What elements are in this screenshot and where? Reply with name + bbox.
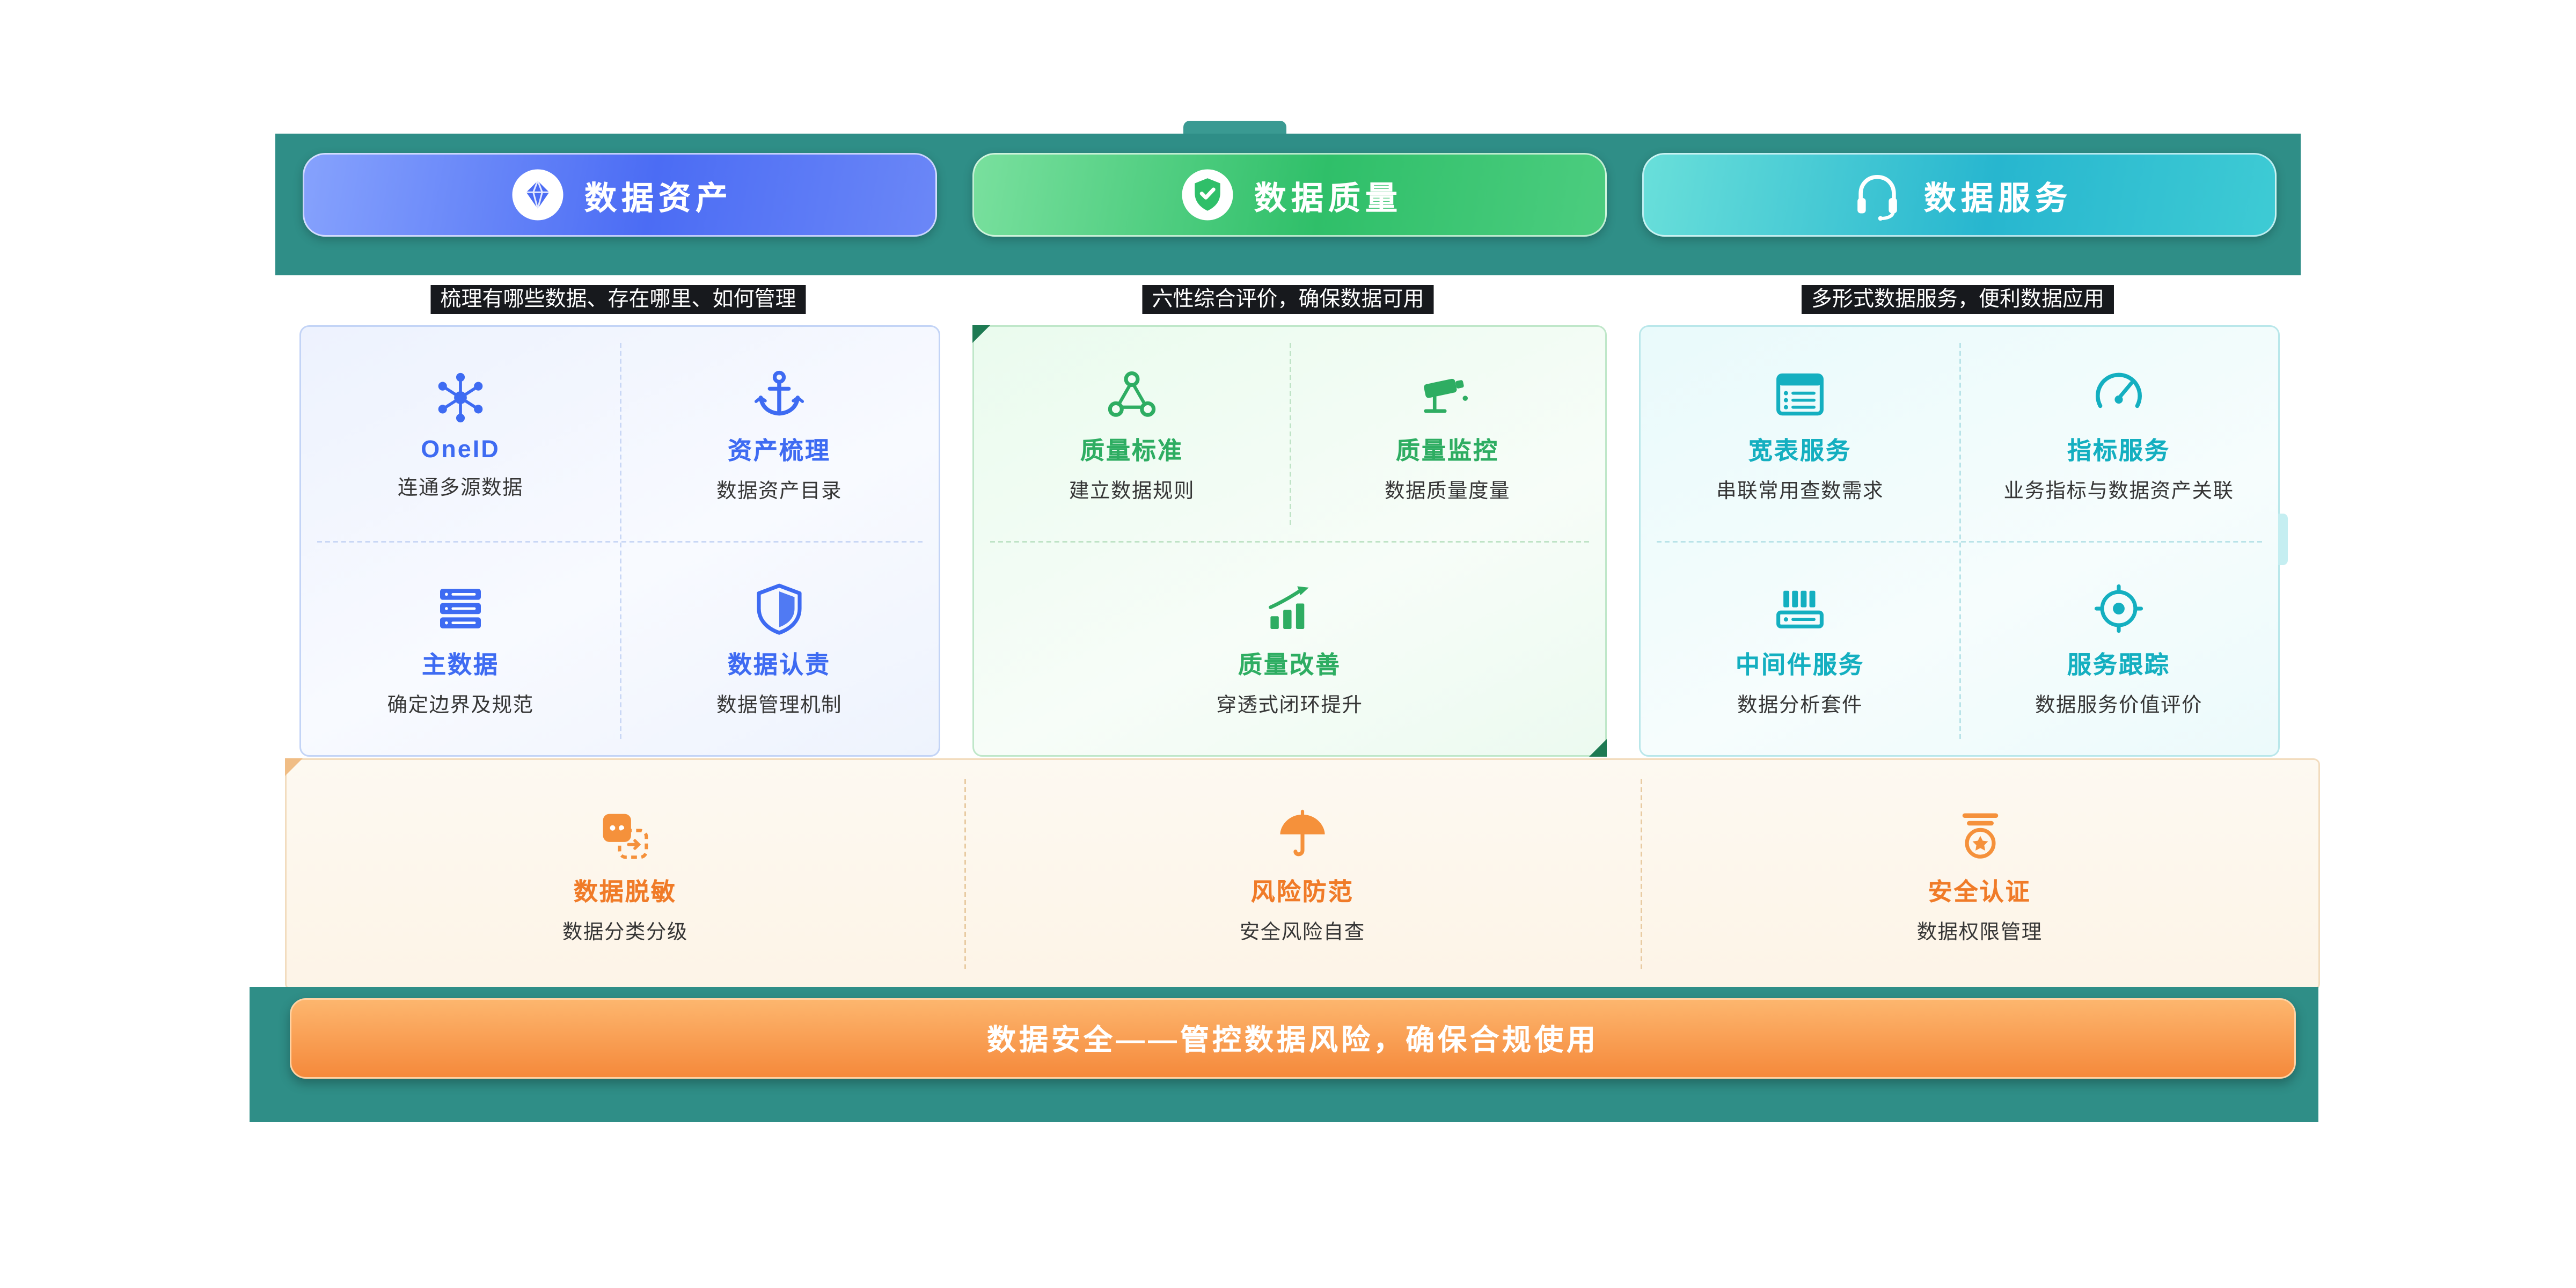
- feature-subtitle: 数据管理机制: [716, 694, 842, 716]
- feature-title: OneID: [421, 436, 500, 464]
- feature-subtitle: 确定边界及规范: [387, 694, 534, 716]
- feature-master-data: 主数据 确定边界及规范: [301, 541, 620, 755]
- network-icon: [430, 367, 491, 428]
- corner-accent: [1589, 739, 1607, 757]
- tab-desc-services: 多形式数据服务，便利数据应用: [1801, 285, 2114, 314]
- corner-accent: [285, 758, 303, 776]
- tab-label: 数据服务: [1924, 181, 2072, 217]
- shield-icon: [749, 578, 810, 639]
- security-banner-text: 数据安全——管控数据风险，确保合规使用: [987, 1024, 1599, 1056]
- feature-quality-standard: 质量标准 建立数据规则: [974, 327, 1290, 541]
- feature-subtitle: 串联常用查数需求: [1716, 480, 1884, 502]
- umbrella-icon: [1272, 804, 1333, 866]
- tab-data-assets[interactable]: 数据资产: [303, 153, 937, 237]
- database-stack-icon: [430, 578, 491, 639]
- divider: [317, 541, 923, 543]
- tab-data-quality[interactable]: 数据质量: [972, 153, 1607, 237]
- tab-label: 数据质量: [1254, 181, 1402, 217]
- feature-title: 质量改善: [1238, 652, 1341, 679]
- feature-subtitle: 业务指标与数据资产关联: [2003, 480, 2234, 502]
- divider: [1641, 779, 1643, 969]
- card-data-assets: OneID 连通多源数据 资产梳理 数据资产目录 主数据 确定边界及规范 数据认…: [299, 325, 940, 757]
- shield-check-icon: [1177, 164, 1238, 225]
- card-data-security: 数据脱敏 数据分类分级 风险防范 安全风险自查 安全认证 数据权限管理: [285, 758, 2320, 990]
- feature-data-masking: 数据脱敏 数据分类分级: [287, 760, 964, 989]
- feature-title: 数据脱敏: [573, 878, 677, 906]
- badge-star-icon: [1949, 804, 2010, 866]
- feature-data-accountability: 数据认责 数据管理机制: [620, 541, 939, 755]
- feature-middleware-service: 中间件服务 数据分析套件: [1641, 541, 1959, 755]
- gem-icon: [507, 164, 568, 225]
- divider: [963, 779, 965, 969]
- feature-subtitle: 数据分类分级: [562, 920, 688, 943]
- feature-wide-table-service: 宽表服务 串联常用查数需求: [1641, 327, 1959, 541]
- feature-title: 资产梳理: [727, 438, 831, 465]
- feature-subtitle: 穿透式闭环提升: [1216, 694, 1363, 716]
- rising-chart-icon: [1259, 578, 1320, 639]
- feature-quality-monitoring: 质量监控 数据质量度量: [1290, 327, 1605, 541]
- feature-service-tracking: 服务跟踪 数据服务价值评价: [1959, 541, 2278, 755]
- feature-subtitle: 数据分析套件: [1737, 694, 1863, 716]
- feature-asset-sorting: 资产梳理 数据资产目录: [620, 327, 939, 541]
- tab-desc-assets: 梳理有哪些数据、存在哪里、如何管理: [430, 285, 806, 314]
- feature-title: 安全认证: [1928, 878, 2031, 906]
- divider: [1290, 343, 1291, 525]
- feature-security-certification: 安全认证 数据权限管理: [1641, 760, 2318, 989]
- feature-oneid: OneID 连通多源数据: [301, 327, 620, 541]
- feature-title: 指标服务: [2067, 438, 2170, 465]
- card-data-quality: 质量标准 建立数据规则 质量监控 数据质量度量 质量改善 穿透式闭环提升: [972, 325, 1607, 757]
- card-data-services: 宽表服务 串联常用查数需求 指标服务 业务指标与数据资产关联 中间件服务 数据分…: [1639, 325, 2288, 757]
- tab-desc-quality: 六性综合评价，确保数据可用: [1142, 285, 1434, 314]
- feature-subtitle: 数据资产目录: [716, 480, 842, 502]
- divider: [990, 541, 1589, 543]
- top-banner-band: 数据资产 数据质量 数据服务: [275, 134, 2301, 275]
- feature-metric-service: 指标服务 业务指标与数据资产关联: [1959, 327, 2278, 541]
- side-tab-accent: [2278, 514, 2288, 565]
- feature-title: 数据认责: [727, 652, 831, 679]
- feature-subtitle: 数据权限管理: [1916, 920, 2043, 943]
- feature-risk-prevention: 风险防范 安全风险自查: [964, 760, 1641, 989]
- feature-title: 质量标准: [1080, 438, 1183, 465]
- middleware-icon: [1769, 578, 1831, 639]
- feature-quality-improvement: 质量改善 穿透式闭环提升: [974, 541, 1605, 755]
- feature-subtitle: 数据服务价值评价: [2035, 694, 2202, 716]
- feature-title: 服务跟踪: [2067, 652, 2170, 679]
- anchor-icon: [749, 364, 810, 425]
- data-mask-icon: [595, 804, 656, 866]
- tab-data-services[interactable]: 数据服务: [1642, 153, 2277, 237]
- target-icon: [2088, 578, 2149, 639]
- feature-title: 宽表服务: [1748, 438, 1851, 465]
- feature-title: 质量监控: [1395, 438, 1499, 465]
- gauge-icon: [2088, 364, 2149, 425]
- feature-subtitle: 安全风险自查: [1239, 920, 1365, 943]
- corner-accent: [972, 325, 990, 343]
- headset-icon: [1847, 164, 1908, 225]
- feature-title: 风险防范: [1250, 878, 1354, 906]
- feature-subtitle: 建立数据规则: [1069, 480, 1195, 502]
- feature-title: 主数据: [421, 652, 499, 679]
- molecule-icon: [1101, 364, 1162, 425]
- feature-subtitle: 连通多源数据: [397, 477, 523, 499]
- cctv-camera-icon: [1417, 364, 1478, 425]
- wide-table-icon: [1769, 364, 1831, 425]
- security-banner: 数据安全——管控数据风险，确保合规使用: [290, 998, 2296, 1079]
- tab-label: 数据资产: [584, 181, 733, 217]
- divider: [1657, 541, 2262, 543]
- feature-title: 中间件服务: [1735, 652, 1864, 679]
- feature-subtitle: 数据质量度量: [1384, 480, 1510, 502]
